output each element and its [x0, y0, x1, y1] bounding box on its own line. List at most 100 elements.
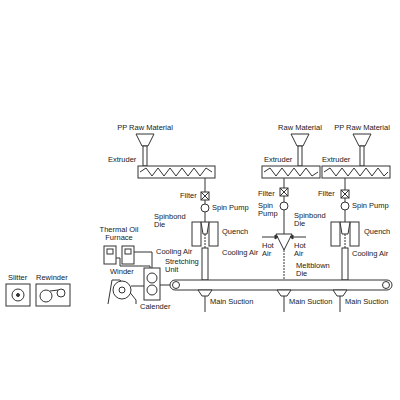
stretching-unit	[202, 248, 208, 280]
part-label: Cooling Air	[156, 248, 192, 256]
part-label: Raw Material	[278, 124, 322, 132]
part-label: Stretching Unit	[165, 258, 200, 275]
slitter	[6, 284, 30, 306]
quench-chamber	[192, 222, 201, 246]
part-label: Main Suction	[345, 298, 388, 306]
part-label: Quench	[364, 228, 390, 236]
rewinder-roll	[40, 290, 52, 302]
rewinder	[36, 284, 70, 306]
hopper-neck	[360, 146, 364, 166]
part-label: Hot Air	[262, 242, 276, 259]
winder-roll	[113, 281, 131, 299]
suction-box	[333, 290, 347, 296]
filter-symbol	[280, 188, 288, 196]
conveyor-belt	[170, 280, 392, 290]
part-label: Calender	[140, 303, 170, 311]
part-label: Rewinder	[36, 274, 68, 282]
conveyor-roller	[383, 282, 390, 289]
hopper	[353, 134, 371, 146]
extruder-screw	[140, 168, 212, 176]
fiber-stream	[284, 250, 285, 280]
hot-air-pipe	[262, 237, 275, 238]
quench-chamber	[350, 222, 359, 246]
calender-roll	[147, 273, 157, 283]
web-line	[160, 285, 170, 286]
part-label: Cooling Air	[222, 249, 258, 257]
calender-frame	[144, 268, 160, 300]
extruder-screw	[264, 168, 318, 176]
part-label: Spin Pump	[212, 204, 249, 212]
melt-pipe	[205, 178, 345, 234]
filter-symbol	[201, 192, 209, 200]
part-label: Slitter	[8, 274, 27, 282]
suction-box	[198, 290, 212, 296]
furnace-panel	[125, 249, 131, 254]
extruder-screw	[324, 168, 388, 176]
furnace-box	[104, 246, 116, 264]
furnace-panel	[107, 249, 113, 254]
rewinder-roll	[57, 289, 65, 297]
suction-box	[277, 290, 291, 296]
web-line	[131, 286, 144, 287]
part-label: Meltblown Die	[296, 262, 336, 279]
part-label: Extruder	[322, 156, 350, 164]
conveyor-roller	[173, 282, 180, 289]
quench-chamber	[331, 222, 340, 246]
winder-frame	[108, 280, 136, 304]
winder	[108, 280, 136, 304]
spinbond-die	[340, 222, 350, 234]
hot-air-arrow	[290, 235, 293, 239]
part-label: Spin Pump	[352, 202, 389, 210]
part-label: Spinbond Die	[154, 213, 190, 230]
hopper-neck	[143, 146, 147, 166]
spinbond-die	[201, 222, 209, 234]
hot-air-pipe	[293, 237, 306, 238]
part-label: Main Suction	[210, 298, 253, 306]
furnace-box	[122, 246, 134, 264]
filter-cross	[201, 192, 209, 200]
part-label: PP Raw Material	[334, 124, 390, 132]
hot-air-arrow	[275, 235, 278, 239]
rewinder-frame	[36, 284, 70, 306]
slitter-frame	[6, 284, 30, 306]
filament-stream	[345, 234, 346, 248]
filter-symbol	[341, 190, 349, 198]
extruder-barrel	[322, 166, 390, 178]
oil-line	[116, 258, 150, 268]
part-label: Filter	[318, 190, 335, 198]
calender-roll	[147, 285, 157, 295]
filter-cross	[341, 190, 349, 198]
part-label: Thermal Oil Furnace	[94, 226, 144, 243]
filter-symbol	[201, 188, 349, 200]
spin-pump	[201, 204, 209, 212]
meltblown-die	[276, 234, 292, 250]
spin-pump	[280, 202, 288, 210]
part-label: Hot Air	[294, 242, 308, 259]
web-line	[50, 290, 58, 291]
melt-pipe	[345, 178, 346, 222]
extruder	[138, 166, 390, 178]
part-label: Filter	[180, 192, 197, 200]
extruder-barrel	[262, 166, 320, 178]
spinbond-beam	[192, 222, 218, 280]
suction-pipe	[284, 296, 285, 312]
hopper-neck	[298, 146, 302, 166]
forming-conveyor	[170, 280, 392, 312]
thermal-oil-furnace	[104, 246, 152, 268]
spin-pump	[341, 202, 349, 210]
suction-pipe	[205, 296, 206, 312]
extruder-barrel	[138, 166, 215, 178]
slitter-hub	[17, 294, 20, 297]
quench-chamber	[209, 222, 218, 246]
filter-cross	[280, 188, 288, 196]
hopper	[136, 134, 371, 166]
stretching-unit	[342, 248, 348, 280]
part-label: Spinbond Die	[294, 212, 328, 229]
part-label: Filter	[258, 190, 275, 198]
part-label: Quench	[222, 228, 248, 236]
part-label: Winder	[110, 268, 134, 276]
suction-pipe	[340, 296, 341, 312]
part-label: Spin Pump	[258, 202, 280, 219]
